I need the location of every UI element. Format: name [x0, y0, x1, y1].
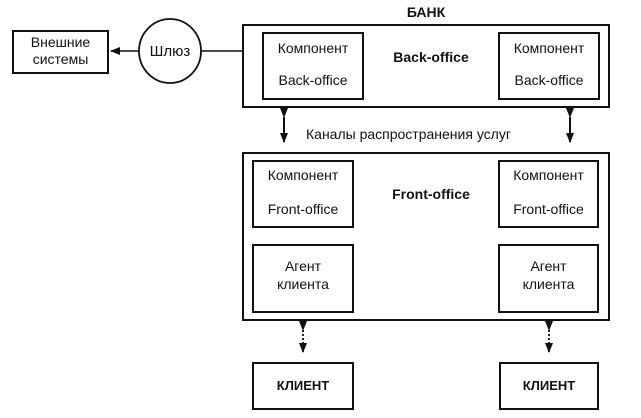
client-agent-left [252, 244, 354, 313]
client-agent-right-line1: Агент [530, 258, 567, 274]
external-systems-line1: Внешние [30, 34, 91, 50]
client-left [252, 362, 354, 410]
front-office-component-left [252, 160, 354, 228]
back-office-component-right-line1: Компонент [513, 40, 585, 56]
client-agent-right-line2: клиента [522, 276, 575, 292]
client-agent-left-line2: клиента [277, 276, 329, 292]
front-office-component-right-line1: Компонент [513, 167, 584, 183]
back-office-component-left [262, 32, 364, 100]
back-office-component-right-line2: Back-office [514, 72, 584, 88]
external-systems-box [12, 30, 109, 74]
gateway-circle [138, 18, 202, 84]
front-office-component-left-line2: Front-office [267, 201, 339, 217]
back-office-component-left-line1: Компонент [277, 40, 349, 56]
client-agent-left-line1: Агент [284, 258, 322, 274]
back-office-component-right [498, 32, 600, 100]
front-office-label: Front-office [392, 186, 470, 202]
client-left-label: КЛИЕНТ [276, 378, 330, 393]
channels-label: Каналы распространения услуг [306, 126, 511, 142]
front-office-component-right-line2: Front-office [513, 201, 584, 217]
client-agent-right [498, 244, 599, 313]
front-office-component-right [498, 160, 599, 228]
back-office-component-left-line2: Back-office [278, 72, 348, 88]
client-right-label: КЛИЕНТ [522, 378, 576, 393]
front-office-component-left-line1: Компонент [267, 167, 339, 183]
external-systems-line2: системы [32, 51, 89, 67]
back-office-label: Back-office [393, 49, 469, 65]
client-right [499, 362, 599, 410]
bank-title: БАНК [406, 4, 446, 20]
gateway-label: Шлюз [149, 43, 191, 60]
